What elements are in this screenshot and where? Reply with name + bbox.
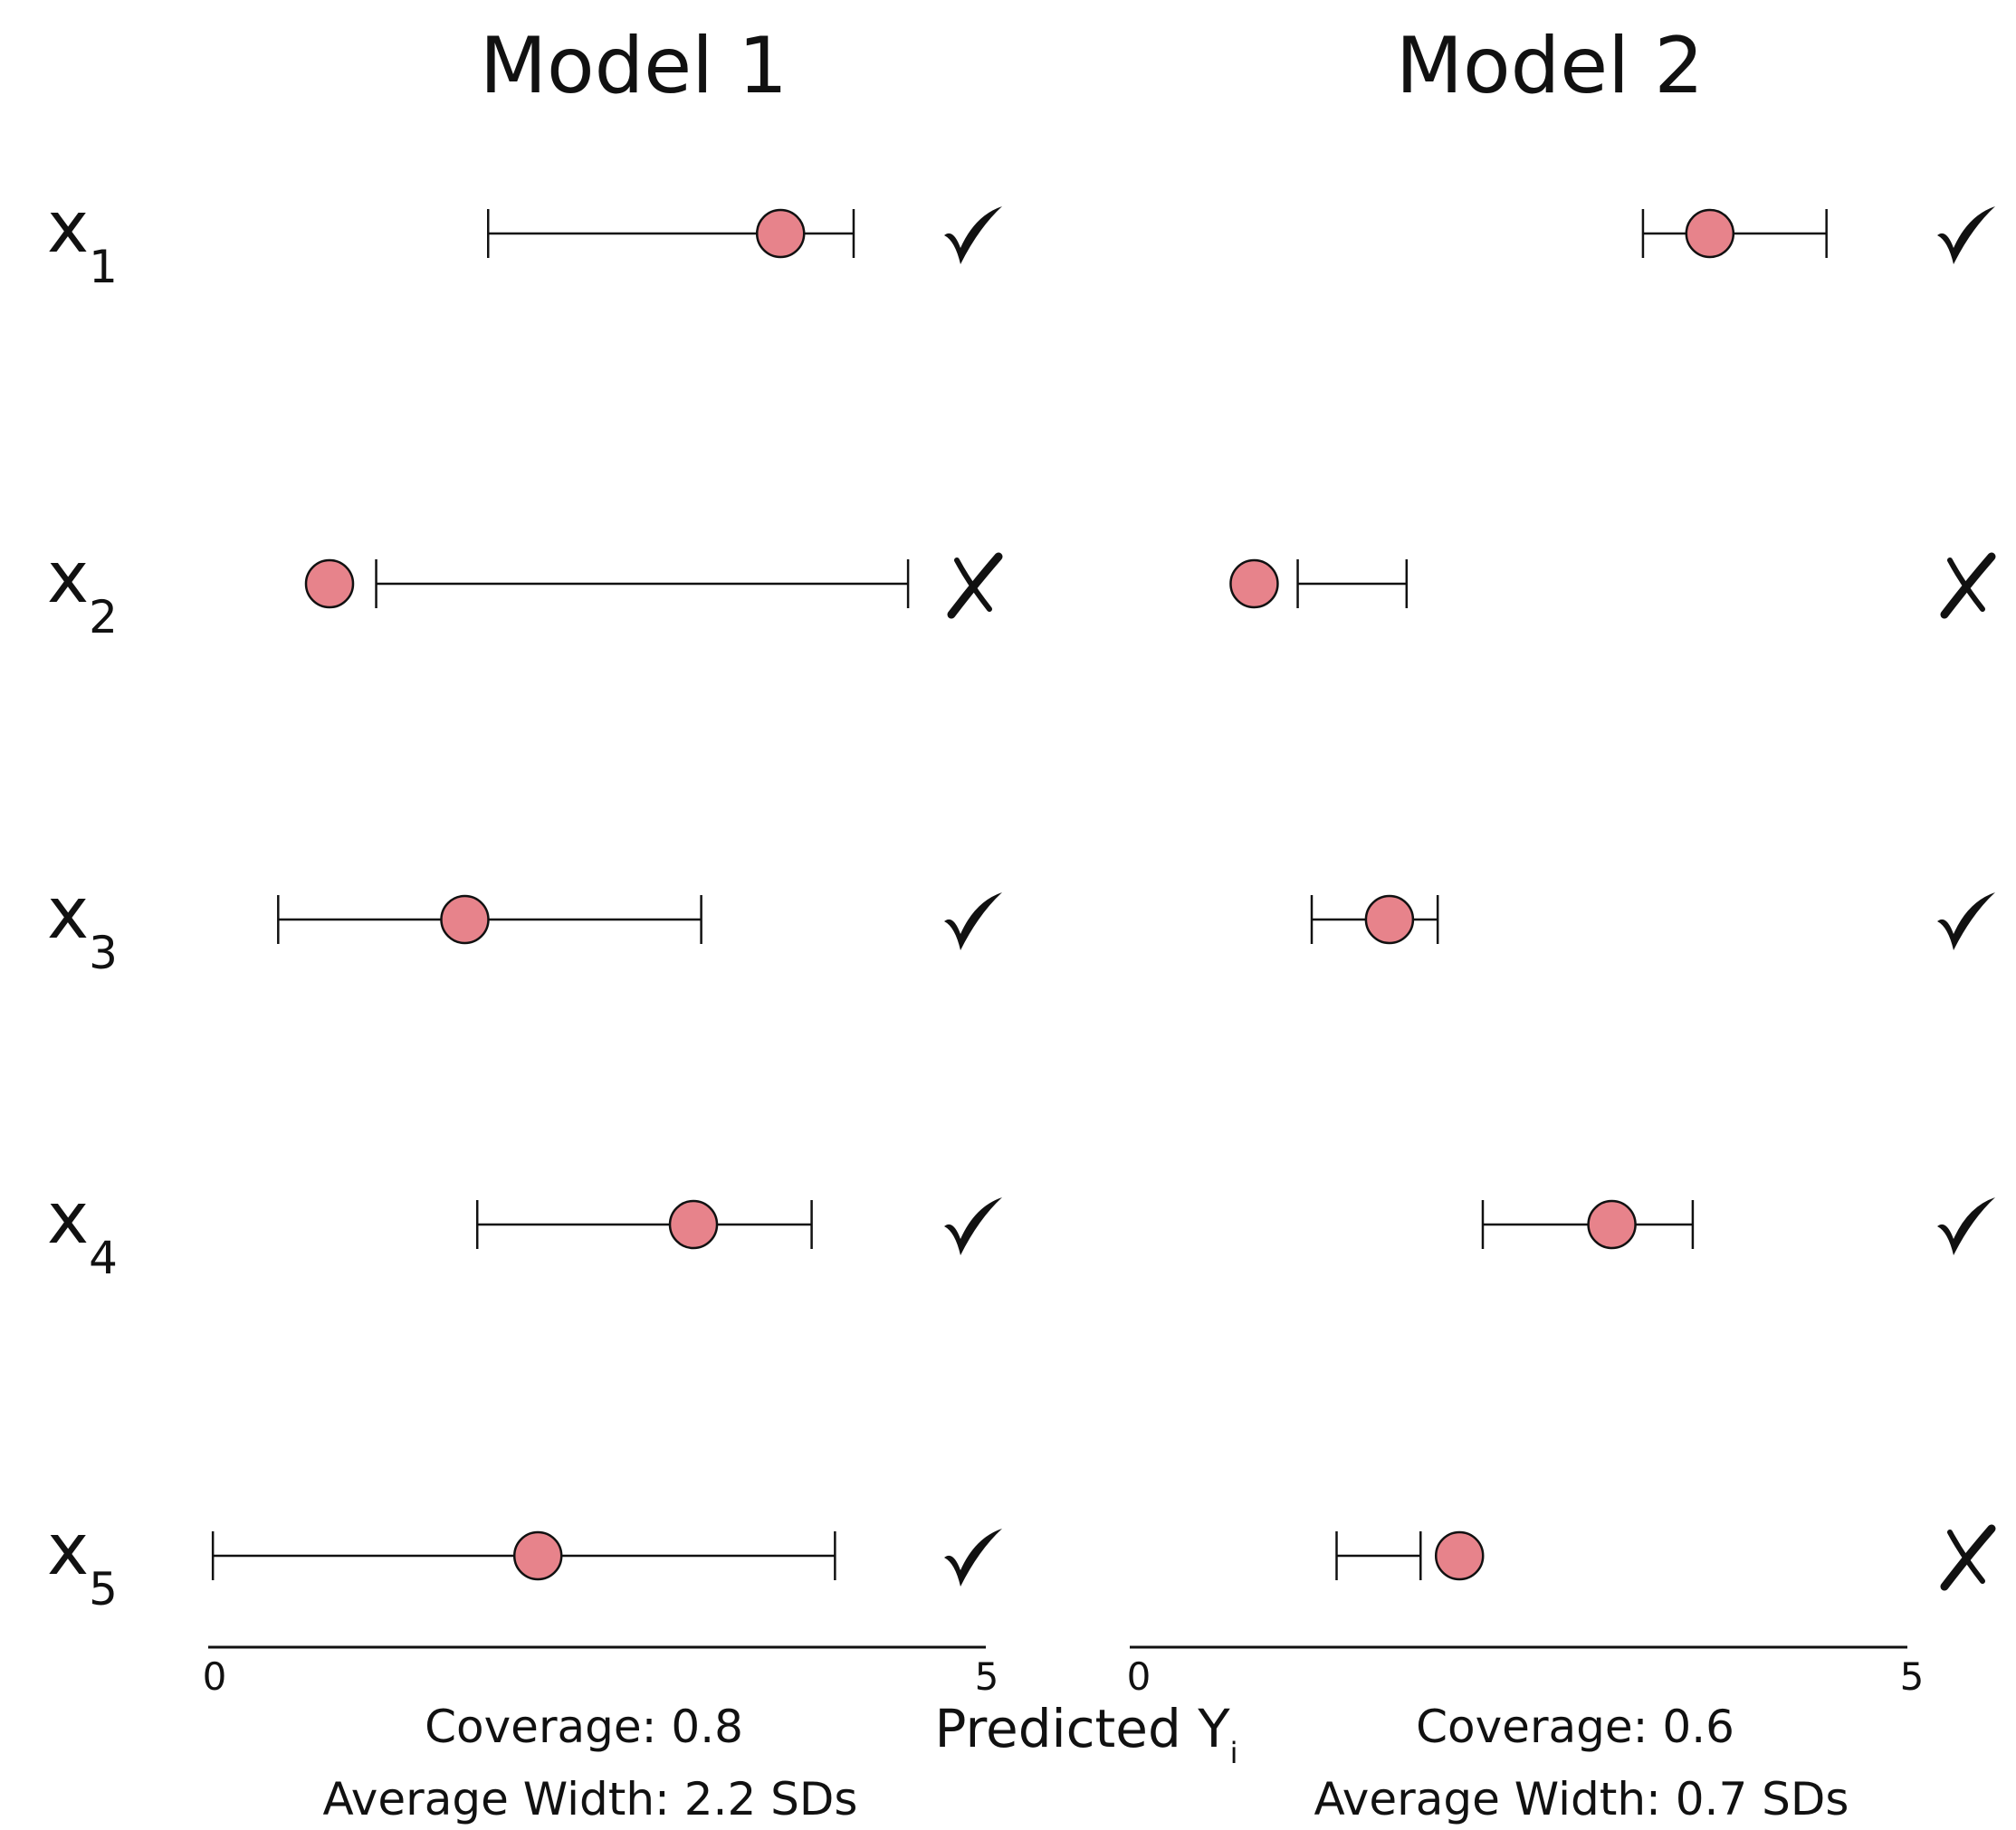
check-icon [1937,1197,1995,1255]
cross-icon [947,552,1003,619]
row-label-2: x2 [47,538,118,643]
check-icon [1937,892,1995,950]
row-label-main: x [47,1178,89,1260]
axis-tick-label-0-model-1: 0 [203,1654,227,1699]
row-label-main: x [47,1510,89,1591]
prediction-point [1364,894,1415,945]
panel-title-model-1: Model 1 [480,21,788,111]
check-icon [944,892,1002,950]
panel-model-2 [1130,206,1996,1649]
cross-icon-stroke [1947,1530,1985,1584]
average-width-model-1: Average Width: 2.2 SDs [323,1773,858,1825]
prediction-point [512,1530,563,1581]
x-axis-label: Predicted Yi [934,1698,1237,1770]
average-width-model-2: Average Width: 0.7 SDs [1314,1773,1849,1825]
row-label-subscript: 1 [89,241,118,293]
row-label-subscript: 4 [89,1232,118,1284]
coverage-model-2: Coverage: 0.6 [1416,1701,1734,1753]
x-axis-label-subscript: i [1230,1736,1238,1770]
cross-icon [1940,552,1996,619]
prediction-point [440,894,490,945]
check-icon [944,206,1002,264]
row-label-1: x1 [47,187,118,293]
cross-icon-stroke [1947,558,1985,612]
row-label-subscript: 3 [89,927,118,979]
row-label-subscript: 2 [89,591,118,643]
panel-title-model-2: Model 2 [1396,21,1704,111]
prediction-point [755,208,806,259]
prediction-point [1685,208,1735,259]
check-icon [944,1197,1002,1255]
prediction-point [1587,1199,1637,1250]
prediction-point [1434,1530,1485,1581]
check-icon [1937,206,1995,264]
prediction-point [668,1199,719,1250]
row-label-subscript: 5 [89,1563,118,1616]
row-label-main: x [47,873,89,955]
axis-tick-label-0-model-2: 0 [1127,1654,1151,1699]
prediction-point [304,558,355,609]
row-label-3: x3 [47,873,118,979]
check-icon [944,1529,1002,1587]
row-label-main: x [47,187,89,269]
row-label-main: x [47,538,89,619]
coverage-model-1: Coverage: 0.8 [425,1701,743,1753]
axis-tick-label-5-model-2: 5 [1900,1654,1925,1699]
row-label-5: x5 [47,1510,118,1616]
cross-icon-stroke [954,558,992,612]
axis-tick-label-5-model-1: 5 [975,1654,999,1699]
panel-model-1 [208,206,1003,1649]
row-label-4: x4 [47,1178,118,1284]
prediction-point [1229,558,1279,609]
x-axis-label-main: Predicted Y [934,1698,1230,1759]
cross-icon [1940,1524,1996,1591]
